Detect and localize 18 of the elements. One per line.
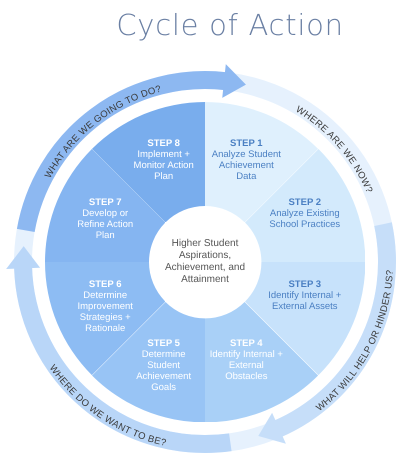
step-description: Determine Improvement Strategies + Rationale [76, 290, 134, 334]
step-heading: STEP 3 [288, 279, 322, 290]
step-description: Identify Internal + External Obstacles [209, 348, 284, 382]
step-description: Analyze Existing School Practices [268, 208, 342, 230]
step-heading: STEP 7 [88, 196, 122, 208]
diagram-title: Cycle of Action [115, 8, 345, 42]
step-description: Determine Student Achievement Goals [135, 348, 192, 393]
step-heading: STEP 1 [230, 138, 263, 150]
step-description: Identify Internal + External Assets [268, 290, 342, 312]
step-description: Analyze Student Achievement Data [210, 149, 282, 182]
step-heading: STEP 6 [88, 279, 122, 290]
step-description: Develop or Refine Action Plan [76, 208, 134, 241]
step-heading: STEP 2 [288, 196, 322, 208]
step-heading: STEP 5 [147, 338, 180, 349]
step-heading: STEP 4 [230, 338, 263, 349]
goal-text: Higher Student Aspirations, Achievement, and Attainment [164, 238, 246, 286]
step-description: Implement + Monitor Action Plan [132, 149, 195, 182]
step-heading: STEP 8 [147, 138, 180, 150]
